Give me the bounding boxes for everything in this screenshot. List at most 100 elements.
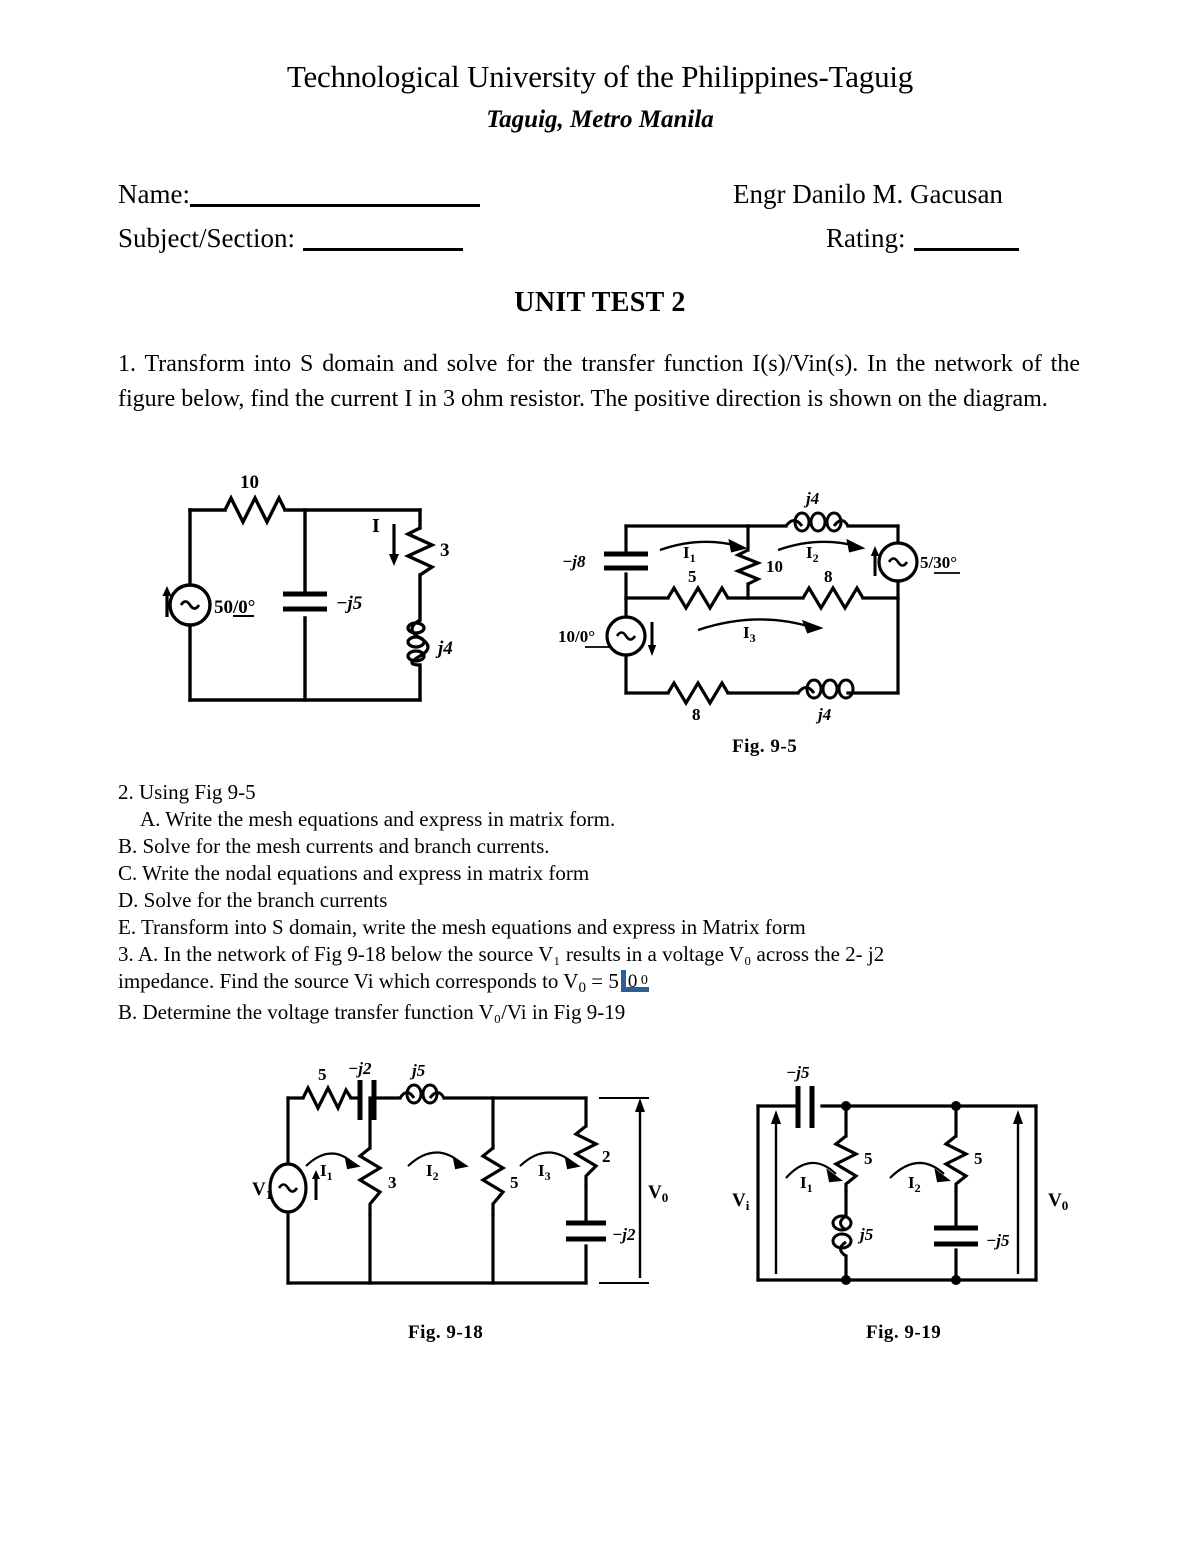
fig95-label-r8bot: 8	[692, 705, 701, 724]
question-2a: A. Write the mesh equations and express …	[140, 807, 616, 831]
name-field-row: Name:	[118, 177, 480, 211]
fig95-label-r8mid: 8	[824, 567, 833, 586]
fig1-label-I: I	[372, 515, 380, 537]
question-2-heading: 2. Using Fig 9-5	[118, 780, 256, 804]
ac-source-symbol	[162, 583, 212, 627]
page-title: Technological University of the Philippi…	[286, 59, 914, 94]
fig918-label-j5: j5	[409, 1061, 426, 1080]
instructor-name: Engr Danilo M. Gacusan	[733, 179, 1003, 209]
figure-1-circuit: 10 50/0° −j5 3	[150, 470, 520, 720]
resistor-10-symbol	[733, 548, 763, 586]
mesh-arrow-I3	[697, 618, 824, 634]
current-arrow-I	[389, 524, 399, 566]
ac-source-right-symbol	[870, 541, 919, 583]
fig918-label-I2: I2	[426, 1161, 439, 1183]
resistor-8-mid-symbol	[801, 584, 865, 612]
node-dot	[951, 1101, 961, 1111]
question-2e: E. Transform into S domain, write the me…	[118, 915, 806, 939]
question-2d: D. Solve for the branch currents	[118, 888, 388, 912]
mesh-arrow-I2	[889, 1161, 951, 1183]
fig95-label-I3: I3	[743, 623, 756, 645]
inductor-j4-bottom-symbol	[796, 678, 855, 700]
node-dot	[951, 1275, 961, 1285]
fig918-label-r3: 3	[388, 1173, 397, 1192]
fig95-label-r10: 10	[766, 557, 783, 576]
figure-9-18-caption: Fig. 9-18	[408, 1322, 484, 1343]
node-dot	[841, 1275, 851, 1285]
figure-9-5-circuit: −j8 I1 10 j4	[548, 488, 978, 728]
inductor-symbol	[406, 618, 430, 667]
capacitor-j2-output-symbol	[566, 1220, 606, 1242]
angle-degree-sup: 0	[640, 973, 648, 988]
angle-degree-value: 0	[627, 971, 638, 992]
fig919-label-indj5: j5	[857, 1225, 874, 1244]
question-3a-line2: impedance. Find the source Vi which corr…	[118, 968, 1080, 1002]
question-2b: B. Solve for the mesh currents and branc…	[118, 834, 550, 858]
fig918-label-I1: I1	[320, 1161, 333, 1183]
resistor-5-branch2-symbol	[942, 1134, 970, 1192]
mesh-arrow-I2	[407, 1151, 469, 1170]
mesh-arrow-I3	[519, 1151, 581, 1170]
q3a-equals: = 5	[586, 969, 619, 993]
rating-input-rule[interactable]	[913, 248, 1019, 251]
rating-label: Rating:	[826, 223, 906, 253]
fig918-label-capj2: −j2	[348, 1059, 372, 1078]
resistor-5-branch-symbol	[479, 1146, 507, 1216]
resistor-5-series-symbol	[301, 1084, 353, 1112]
figure-9-18-circuit: 5 −j2 j5 V1	[248, 1058, 678, 1318]
fig919-label-vo: V0	[1048, 1190, 1068, 1213]
resistor-5-branch1-symbol	[832, 1134, 860, 1192]
fig1-label-r10: 10	[240, 472, 259, 493]
question-3b: B. Determine the voltage transfer functi…	[118, 1000, 626, 1024]
mesh-arrow-I2	[777, 538, 866, 553]
subject-field-row: Subject/Section:	[118, 221, 463, 255]
inductor-j4-top-symbol	[784, 511, 850, 533]
mesh-arrow-I1	[659, 538, 748, 553]
fig1-label-cap: −j5	[336, 593, 363, 614]
name-label: Name:	[118, 179, 190, 209]
fig919-label-capj5b: −j5	[986, 1231, 1010, 1250]
capacitor-j2-series-symbol	[357, 1080, 377, 1120]
fig918-label-capj2o: −j2	[612, 1225, 636, 1244]
ac-source-v1-symbol	[268, 1162, 320, 1214]
resistor-3-symbol	[356, 1146, 384, 1216]
resistor-8-bottom-symbol	[666, 679, 730, 707]
inductor-j5-branch1-symbol	[831, 1214, 853, 1258]
page-subtitle: Taguig, Metro Manila	[486, 106, 714, 133]
question-1-text: 1. Transform into S domain and solve for…	[118, 351, 1080, 412]
fig919-label-r5a: 5	[864, 1149, 873, 1168]
fig918-label-I3: I3	[538, 1161, 551, 1183]
name-input-rule[interactable]	[189, 204, 480, 207]
voltage-out-arrow	[635, 1098, 645, 1278]
capacitor-j8-symbol	[604, 551, 648, 571]
fig918-label-r5: 5	[318, 1065, 327, 1084]
question-3a-line1: 3. A. In the network of Fig 9-18 below t…	[118, 942, 885, 966]
fig95-label-I2: I2	[806, 543, 819, 565]
v0-subscript: 0	[578, 979, 587, 996]
fig95-label-I1: I1	[683, 543, 696, 565]
fig919-label-vi: Vi	[732, 1190, 750, 1213]
fig919-label-I2: I2	[908, 1173, 921, 1195]
ac-source-left-symbol	[605, 615, 657, 657]
fig95-label-cap: −j8	[562, 552, 586, 571]
resistor-10-symbol	[223, 494, 287, 526]
subject-input-rule[interactable]	[302, 248, 463, 251]
figure-9-19-circuit: −j5 Vi I1 5	[718, 1058, 1108, 1318]
figure-9-5-caption: Fig. 9-5	[732, 736, 798, 757]
fig95-label-src-left: 10/0°	[558, 627, 595, 646]
fig1-label-r3: 3	[440, 540, 450, 561]
exam-title: UNIT TEST 2	[514, 287, 686, 318]
inductor-j5-symbol	[398, 1083, 446, 1105]
subject-label: Subject/Section:	[118, 223, 295, 253]
fig919-label-I1: I1	[800, 1173, 813, 1195]
fig95-label-j4bot: j4	[815, 705, 831, 724]
voltage-in-arrow	[771, 1110, 781, 1274]
fig95-label-j4top: j4	[803, 489, 819, 508]
capacitor-symbol	[283, 591, 327, 612]
fig918-label-r5b: 5	[510, 1173, 519, 1192]
mesh-arrow-I1	[785, 1161, 843, 1183]
fig95-label-src-right: 5/30°	[920, 553, 957, 572]
fig1-label-ind: j4	[435, 638, 453, 659]
mesh-arrow-I1	[305, 1152, 361, 1170]
